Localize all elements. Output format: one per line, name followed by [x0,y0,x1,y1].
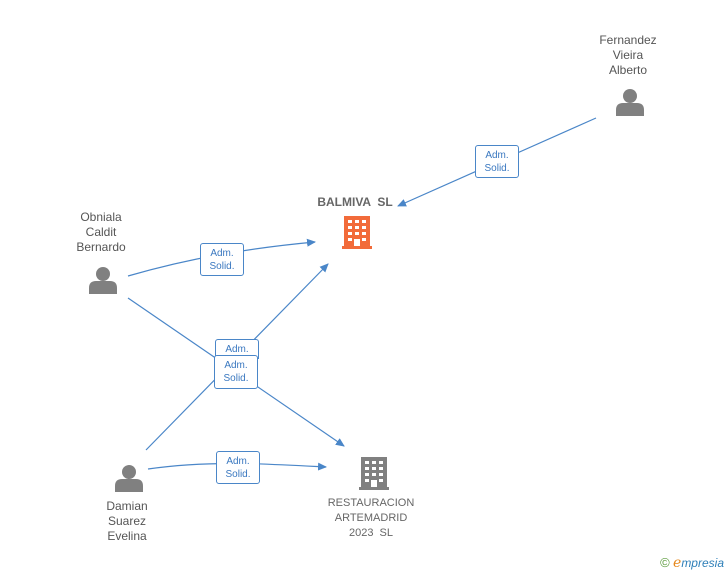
edge-label-box[interactable]: Adm. Solid. [214,355,258,389]
edge-label-box[interactable]: Adm. Solid. [200,243,244,276]
edge-label-line: Adm. [226,456,250,467]
company-label-restauracion[interactable]: RESTAURACION ARTEMADRID 2023 SL [301,496,441,541]
edge-label-line: Solid. [223,373,249,384]
edge-label-line: Adm. [225,344,249,355]
person-label-damian[interactable]: Damian Suarez Evelina [57,499,197,544]
brand-initial: e [673,555,682,571]
label-line: RESTAURACION [327,497,415,509]
brand-logo: © empresia [660,555,724,571]
person-icon[interactable] [89,267,117,294]
person-icon[interactable] [115,465,143,492]
person-icon[interactable] [616,89,644,116]
edge-label-box[interactable]: Adm. [215,339,259,359]
label-line: 2023 SL [348,527,394,539]
label-line: Suarez [107,514,147,528]
brand-name: mpresia [681,556,724,570]
label-line: Alberto [608,63,648,77]
edge-label-line: Adm. [485,150,509,161]
label-line: Vieira [612,48,644,62]
label-line: Obniala [80,210,122,224]
edge-label-box[interactable]: Adm. Solid. [475,145,519,178]
label-line: Damian [106,499,148,513]
edge-label-line: Solid. [225,469,251,480]
label-line: BALMIVA SL [317,195,393,209]
edge-label-box[interactable]: Adm. Solid. [216,451,260,484]
person-label-fernandez[interactable]: Fernandez Vieira Alberto [558,33,698,78]
company-label-balmiva[interactable]: BALMIVA SL [285,195,425,210]
edge-label-line: Adm. [224,360,248,371]
building-icon[interactable] [342,216,372,249]
label-line: ARTEMADRID [334,512,408,524]
label-line: Caldit [85,225,117,239]
edge-label-line: Adm. [210,248,234,259]
copyright-icon: © [660,555,670,570]
label-line: Bernardo [76,240,126,254]
label-line: Evelina [107,529,147,543]
building-icon[interactable] [359,457,389,490]
edge-label-line: Solid. [209,261,235,272]
label-line: Fernandez [599,33,657,47]
person-label-obniala[interactable]: Obniala Caldit Bernardo [31,210,171,255]
edge-label-line: Solid. [484,163,510,174]
